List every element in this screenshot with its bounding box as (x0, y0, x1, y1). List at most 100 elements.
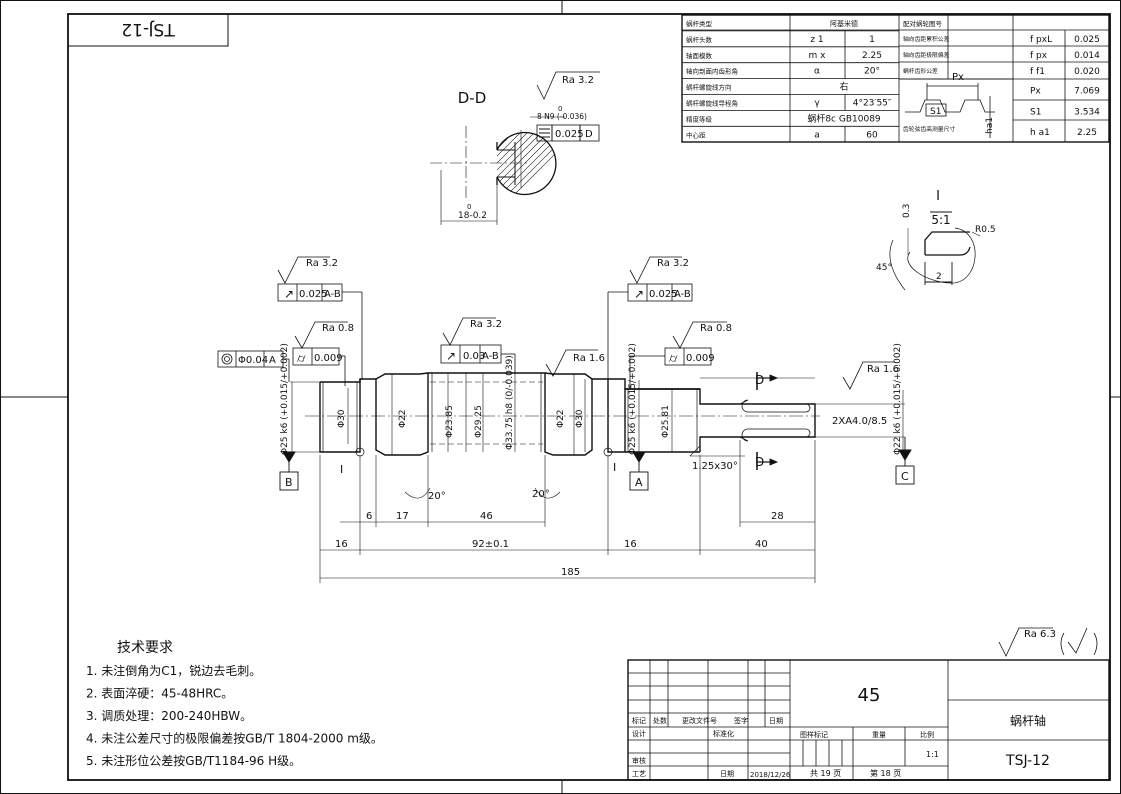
param-value: 60 (866, 130, 878, 140)
param-label: 蜗杆头数 (686, 35, 713, 44)
section-depth-zero: 0 (467, 203, 471, 211)
tol-symbol: f pxL (1030, 35, 1052, 45)
title-head-0: 标记 (632, 716, 646, 725)
tol-symbol: f f1 (1030, 67, 1045, 77)
dim-ang1: 20° (428, 491, 446, 502)
section-mark-top: D (755, 373, 764, 387)
title-approve: 日期 (720, 770, 734, 778)
tol-value: 0.020 (1074, 67, 1100, 77)
dimension-lines (290, 373, 905, 583)
section-depth: 18-0.2 (458, 211, 487, 221)
dim-l46: 46 (480, 511, 493, 522)
title-process: 工艺 (632, 770, 646, 778)
notes-title: 技术要求 (117, 640, 173, 656)
dim-keys: 2XA4.0/8.5 (832, 416, 887, 427)
param-label: 蜗杆螺旋线方向 (686, 83, 732, 92)
dim-d2581: Φ25.81 (661, 405, 671, 438)
tol-value: 0.014 (1074, 51, 1100, 61)
param-symbol: 蜗杆8c GB10089 (807, 112, 881, 124)
param-label: 精度等级 (686, 114, 713, 123)
title-sheet: 第 18 页 (870, 768, 901, 778)
right-runout-ref: A-B (674, 289, 691, 300)
datum-a: A (635, 476, 643, 489)
dim-chamfer: 1.25x30° (692, 461, 738, 472)
coax-ref: A (269, 355, 276, 366)
detail-width: 2 (936, 272, 942, 282)
profile-px: Px (952, 72, 964, 83)
shaft-outline (319, 372, 816, 456)
param-value: 1 (869, 35, 875, 45)
dim-l17: 17 (396, 511, 409, 522)
left-runout-tol: 0.025 (299, 289, 328, 300)
param-label: 蜗杆螺旋线导程角 (686, 99, 738, 108)
mid-runout-tol: 0.03 (463, 351, 485, 362)
note-line: 5. 未注形位公差按GB/T1184-96 H级。 (86, 753, 301, 768)
dim-d-left: Φ25 k6 (+0.015/+0.002) (280, 343, 290, 455)
right-runout-tol: 0.025 (649, 289, 678, 300)
dim-d22a: Φ22 (398, 409, 408, 428)
detail-scale: 5:1 (931, 213, 950, 227)
datum-markers (279, 372, 915, 491)
title-review: 审核 (632, 756, 646, 765)
title-code: TSJ-12 (1005, 753, 1050, 769)
dim-d3375: Φ33.75 h8 (0/-0.039) (505, 355, 515, 450)
title-head-2: 更改文件号 (682, 716, 717, 725)
right-runout-ra: Ra 3.2 (657, 258, 689, 269)
dim-l185: 185 (561, 567, 580, 578)
param-value: 20° (864, 67, 880, 77)
dim-d2385: Φ23.85 (445, 405, 455, 438)
section-mark-bottom: D (755, 455, 764, 469)
title-material: 45 (858, 685, 881, 706)
datum-b: B (285, 476, 293, 489)
param-value: 2.25 (862, 51, 882, 61)
detail-mark-1: I (340, 463, 343, 476)
title-scale: 比例 (920, 730, 934, 739)
section-ra: Ra 3.2 (562, 75, 594, 86)
sym-frame-ref: D (585, 129, 593, 140)
control-frames (217, 256, 1098, 657)
dim-d30: Φ30 (337, 409, 347, 428)
param-symbol: a (814, 130, 820, 140)
detail-mark-2: I (613, 461, 616, 474)
datum-c: C (901, 470, 909, 483)
right-cyl-ra: Ra 0.8 (700, 323, 732, 334)
runout-sym-3: ↗ (446, 349, 456, 363)
param-symbol: α (814, 67, 820, 77)
param-label: 蜗杆类型 (686, 19, 713, 28)
profile-s1: S1 (930, 107, 941, 117)
title-sheets: 共 19 页 (810, 769, 841, 778)
note-line: 1. 未注倒角为C1，锐边去毛刺。 (86, 663, 261, 678)
ra16-a: Ra 1.6 (573, 353, 605, 364)
param-value: 4°23′55″ (853, 99, 892, 109)
left-runout-ra: Ra 3.2 (306, 258, 338, 269)
mid-runout-ref: A-B (482, 351, 499, 362)
dim-d-right: Φ25 k6 (+0.015/+0.002) (628, 343, 638, 455)
left-runout-ref: A-B (324, 289, 341, 300)
tol-label: 齿轮弦齿高测量尺寸 (903, 125, 955, 133)
param-symbol: 右 (839, 81, 848, 93)
notes-list: 1. 未注倒角为C1，锐边去毛刺。2. 表面淬硬：45-48HRC。3. 调质处… (86, 663, 383, 768)
title-weight: 重量 (872, 731, 886, 739)
mating-gear-label: 配对蜗轮图号 (903, 19, 943, 28)
title-scale-val: 1:1 (926, 750, 939, 759)
title-head-4: 日期 (769, 717, 783, 725)
title-designer: 设计 (632, 729, 646, 738)
dim-l16a: 16 (335, 539, 348, 550)
title-standard: 标准化 (713, 729, 734, 738)
dim-d-end: Φ22 k6 (+0.015/+0.002) (893, 343, 903, 455)
runout-sym-1: ↗ (284, 287, 294, 301)
param-label: 轴向剖面内齿形角 (686, 67, 738, 76)
left-cyl-tol: 0.009 (314, 353, 343, 364)
cyl-sym-2: ⌭ (669, 351, 678, 365)
title-stage: 图样标记 (800, 730, 828, 739)
detail-title: I (936, 189, 940, 204)
ra16-b: Ra 1.6 (867, 364, 899, 375)
coax-tol: Φ0.04 (238, 355, 268, 366)
section-title: D-D (458, 89, 487, 107)
cyl-sym-1: ⌭ (297, 351, 306, 365)
title-block (627, 659, 1110, 781)
dim-d2925: Φ29.25 (474, 405, 484, 438)
dim-l92: 92±0.1 (472, 539, 509, 550)
